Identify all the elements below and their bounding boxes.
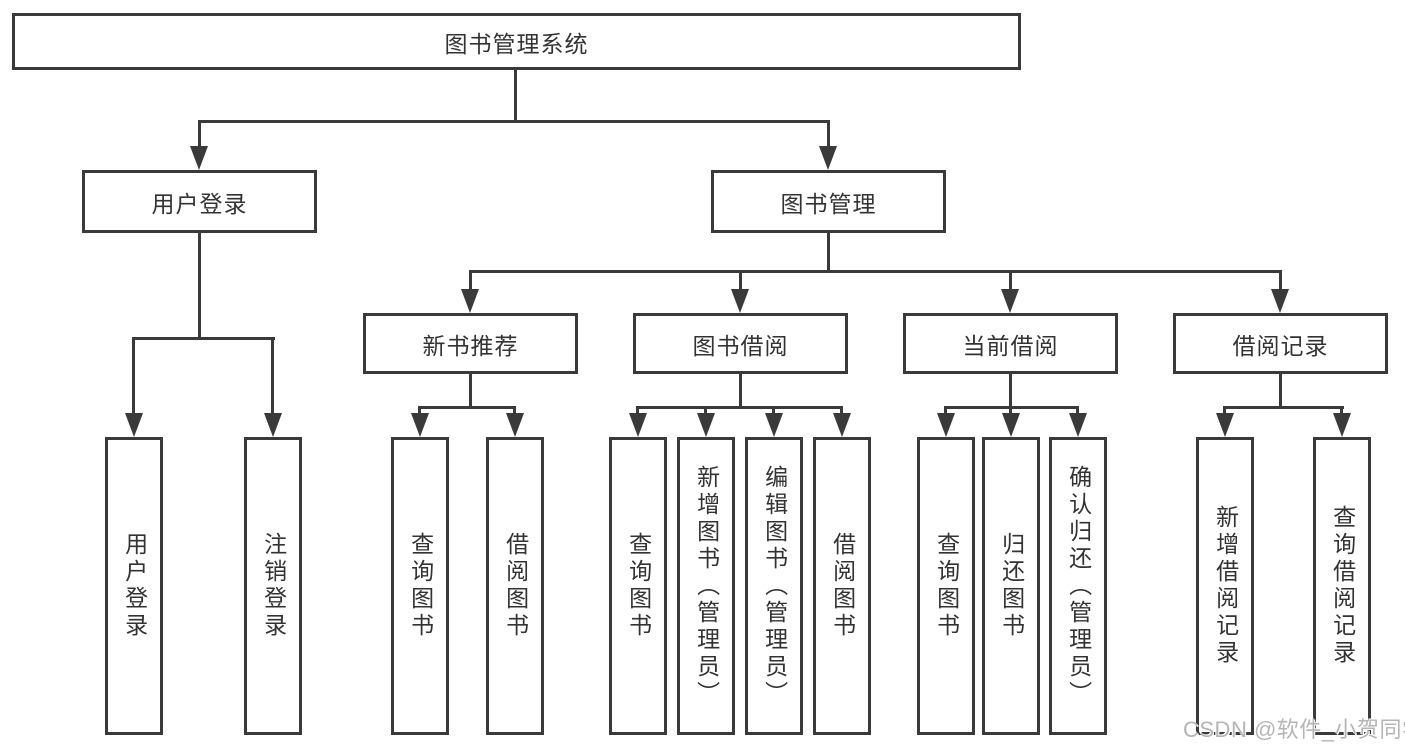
arrow-down-icon xyxy=(1216,413,1234,437)
arrow-down-icon xyxy=(1002,413,1020,437)
edge-vline xyxy=(198,233,201,337)
edge-vline xyxy=(636,406,639,413)
node-label: 查询图书 xyxy=(625,532,652,640)
node-label: 用户登录 xyxy=(121,532,148,640)
node-label: 当前借阅 xyxy=(962,332,1059,359)
node-label: 新增借阅记录 xyxy=(1212,505,1239,667)
edge-hline xyxy=(418,406,516,409)
node-label: 用户登录 xyxy=(151,190,248,217)
edge-vline xyxy=(1009,270,1012,289)
node-book-management: 图书管理 xyxy=(711,170,946,233)
edge-hline xyxy=(198,120,830,123)
leaf-rec-add-record: 新增借阅记录 xyxy=(1196,437,1254,735)
edge-vline xyxy=(827,120,830,146)
edge-vline xyxy=(1009,374,1012,406)
edge-vline xyxy=(739,374,742,406)
node-label: 新增图书（管理员） xyxy=(693,464,720,708)
edge-vline xyxy=(271,337,274,413)
node-label: 图书借阅 xyxy=(692,332,789,359)
leaf-cb-confirm-return-admin: 确认归还（管理员） xyxy=(1049,437,1107,735)
arrow-down-icon xyxy=(697,413,715,437)
leaf-logout: 注销登录 xyxy=(244,437,302,735)
node-label: 确认归还（管理员） xyxy=(1065,464,1092,708)
node-borrowing-records: 借阅记录 xyxy=(1173,313,1388,374)
arrow-down-icon xyxy=(190,146,208,170)
edge-hline xyxy=(1223,406,1344,409)
arrow-down-icon xyxy=(461,289,479,313)
node-label: 借阅图书 xyxy=(829,532,856,640)
edge-vline xyxy=(198,120,201,146)
arrow-down-icon xyxy=(819,146,837,170)
arrow-down-icon xyxy=(1333,413,1351,437)
edge-vline xyxy=(469,270,472,289)
edge-vline xyxy=(840,406,843,413)
arrow-down-icon xyxy=(125,413,143,437)
edge-vline xyxy=(1223,406,1226,413)
arrow-down-icon xyxy=(1001,289,1019,313)
arrow-down-icon xyxy=(765,413,783,437)
edge-vline xyxy=(704,406,707,413)
leaf-rec-query-record: 查询借阅记录 xyxy=(1313,437,1371,735)
edge-vline xyxy=(418,406,421,413)
leaf-bb-borrow-books: 借阅图书 xyxy=(813,437,871,735)
arrow-down-icon xyxy=(731,289,749,313)
arrow-down-icon xyxy=(411,413,429,437)
node-new-book-recommendation: 新书推荐 xyxy=(363,313,578,374)
arrow-down-icon xyxy=(937,413,955,437)
edge-vline xyxy=(1009,406,1012,413)
node-label: 注销登录 xyxy=(260,532,287,640)
edge-vline xyxy=(513,406,516,413)
edge-vline xyxy=(1076,406,1079,413)
leaf-bb-edit-books-admin: 编辑图书（管理员） xyxy=(745,437,803,735)
edge-vline xyxy=(772,406,775,413)
node-label: 查询图书 xyxy=(407,532,434,640)
node-label: 查询图书 xyxy=(933,532,960,640)
csdn-watermark: CSDN @软件_小贺同学 xyxy=(1183,717,1405,742)
node-library-management-system: 图书管理系统 xyxy=(12,13,1021,70)
node-label: 编辑图书（管理员） xyxy=(761,464,788,708)
node-book-borrowing: 图书借阅 xyxy=(633,313,848,374)
node-label: 借阅图书 xyxy=(502,532,529,640)
edge-vline xyxy=(1279,270,1282,289)
edge-vline xyxy=(1340,406,1343,413)
arrow-down-icon xyxy=(1271,289,1289,313)
edge-vline xyxy=(739,270,742,289)
leaf-bb-add-books-admin: 新增图书（管理员） xyxy=(677,437,735,735)
node-label: 归还图书 xyxy=(998,532,1025,640)
edge-vline xyxy=(1279,374,1282,406)
node-label: 新书推荐 xyxy=(422,332,519,359)
node-user-login: 用户登录 xyxy=(82,170,317,233)
node-label: 借阅记录 xyxy=(1232,332,1329,359)
leaf-bb-query-books: 查询图书 xyxy=(609,437,667,735)
node-label: 图书管理系统 xyxy=(444,30,589,57)
edge-vline xyxy=(469,374,472,406)
leaf-cb-return-books: 归还图书 xyxy=(982,437,1040,735)
arrow-down-icon xyxy=(1069,413,1087,437)
edge-vline xyxy=(944,406,947,413)
leaf-nb-borrow-books: 借阅图书 xyxy=(486,437,544,735)
edge-hline xyxy=(636,406,843,409)
edge-vline xyxy=(132,337,135,413)
arrow-down-icon xyxy=(629,413,647,437)
node-current-borrowing: 当前借阅 xyxy=(903,313,1118,374)
arrow-down-icon xyxy=(264,413,282,437)
arrow-down-icon xyxy=(833,413,851,437)
edge-hline xyxy=(469,270,1282,273)
arrow-down-icon xyxy=(506,413,524,437)
edge-vline xyxy=(827,233,830,270)
node-label: 图书管理 xyxy=(780,190,877,217)
leaf-cb-query-books: 查询图书 xyxy=(917,437,975,735)
edge-hline xyxy=(132,337,275,340)
node-label: 查询借阅记录 xyxy=(1329,505,1356,667)
leaf-nb-query-books: 查询图书 xyxy=(391,437,449,735)
leaf-user-login: 用户登录 xyxy=(105,437,163,735)
edge-vline xyxy=(514,70,517,120)
